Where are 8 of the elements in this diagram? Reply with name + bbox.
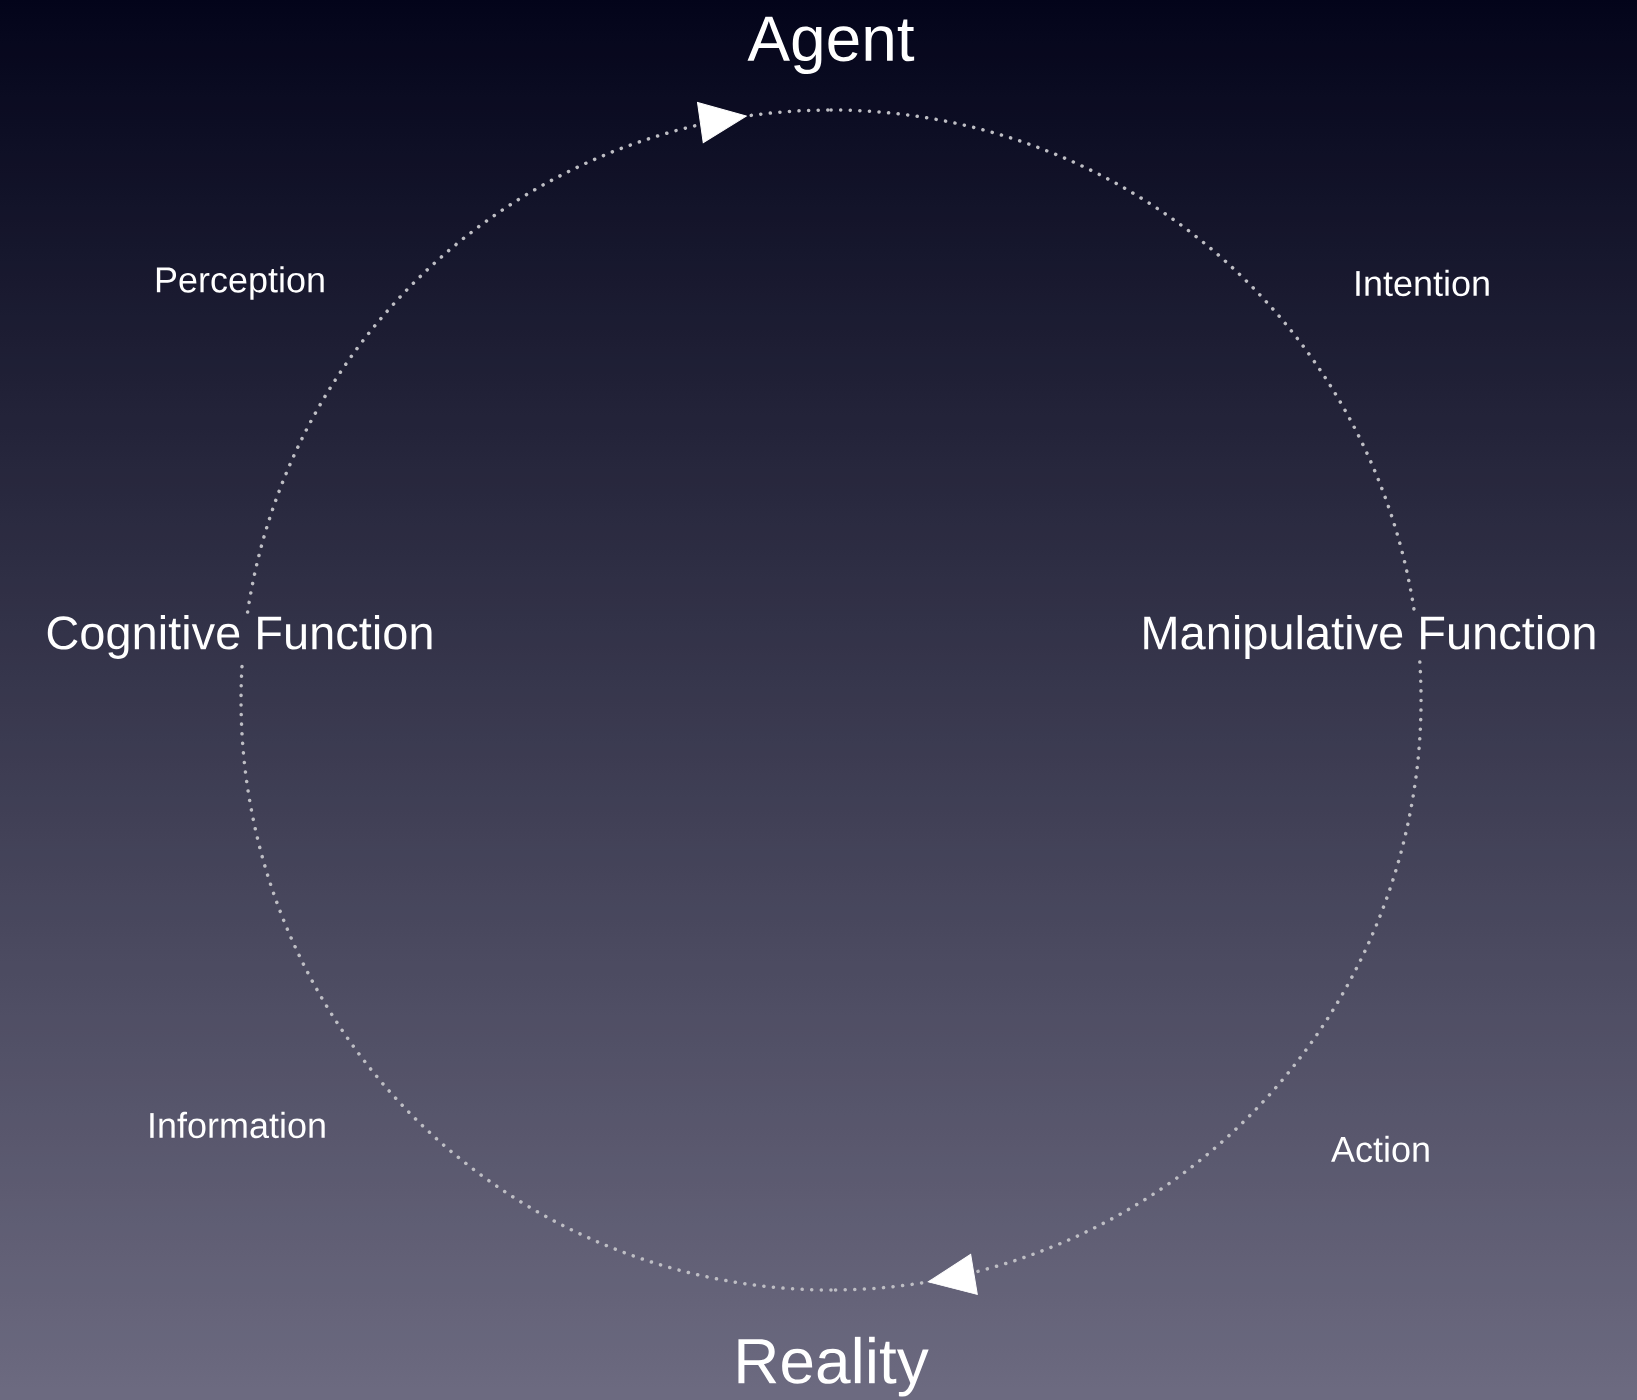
edge-label: Action xyxy=(1331,1135,1429,1163)
node-label: Cognitive Function xyxy=(47,615,432,659)
node-label: Agent xyxy=(747,16,915,75)
edge-label: Perception xyxy=(156,266,324,300)
node-label: Manipulative Function xyxy=(1144,615,1595,659)
node-label: Reality xyxy=(738,1336,929,1397)
edge-label: Information xyxy=(150,1111,325,1139)
edge-label: Intention xyxy=(1356,269,1489,297)
